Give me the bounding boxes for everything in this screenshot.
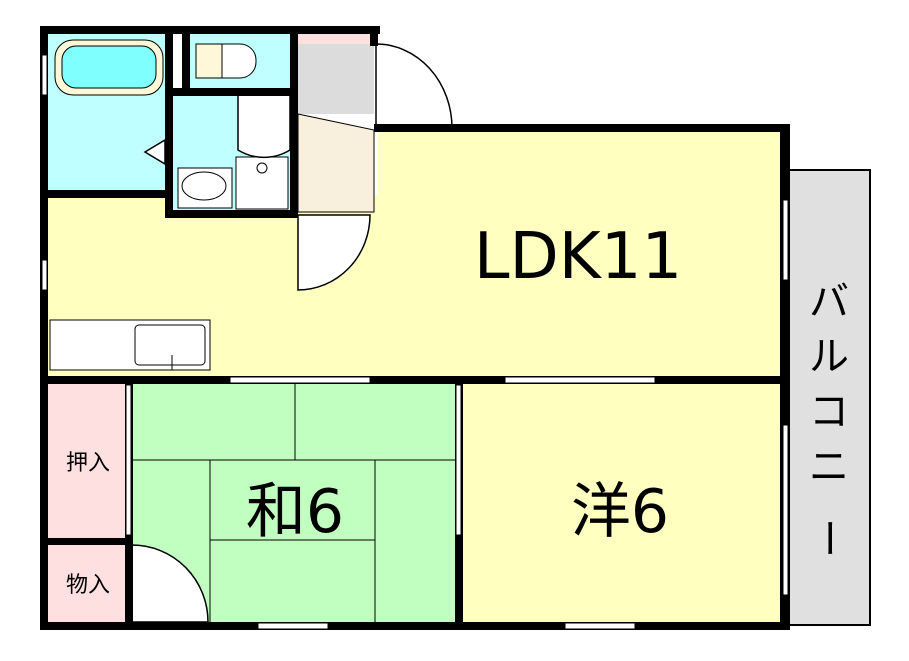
monoire-floor — [48, 545, 128, 622]
washitsu-label: 和6 — [246, 477, 344, 547]
entry-pink-strip — [298, 32, 374, 44]
oshiire-floor — [48, 382, 128, 539]
ldk-door — [297, 214, 371, 291]
doors — [131, 43, 453, 623]
monoire-label: 物入 — [66, 573, 110, 598]
drain-icon — [256, 162, 268, 174]
entry-door — [375, 43, 453, 129]
basin-icon — [181, 171, 227, 201]
ldk-label: LDK11 — [474, 220, 682, 294]
monoire-door — [131, 544, 209, 623]
ldk-floor — [378, 128, 783, 380]
windows — [41, 54, 789, 630]
balcony-char: コ — [809, 389, 849, 435]
youshitsu-floor — [462, 382, 782, 622]
entry-floor — [297, 113, 375, 213]
washroom-door — [237, 94, 291, 159]
oshiire-label: 押入 — [66, 451, 110, 476]
kitchen-sink-icon — [134, 324, 206, 366]
bathtub-water — [61, 45, 157, 89]
balcony-char: バ — [809, 279, 849, 325]
toilet-tank-icon — [195, 43, 223, 79]
balcony-char: ル — [809, 334, 849, 380]
balcony-char: ニ — [809, 444, 849, 490]
tatami-lines — [132, 382, 458, 622]
youshitsu-label: 洋6 — [571, 477, 669, 547]
balcony — [787, 169, 871, 626]
balcony-char: ー — [805, 518, 851, 558]
entry-tile — [298, 32, 374, 114]
balcony-label: バ ル コ ニ ー — [805, 279, 851, 558]
